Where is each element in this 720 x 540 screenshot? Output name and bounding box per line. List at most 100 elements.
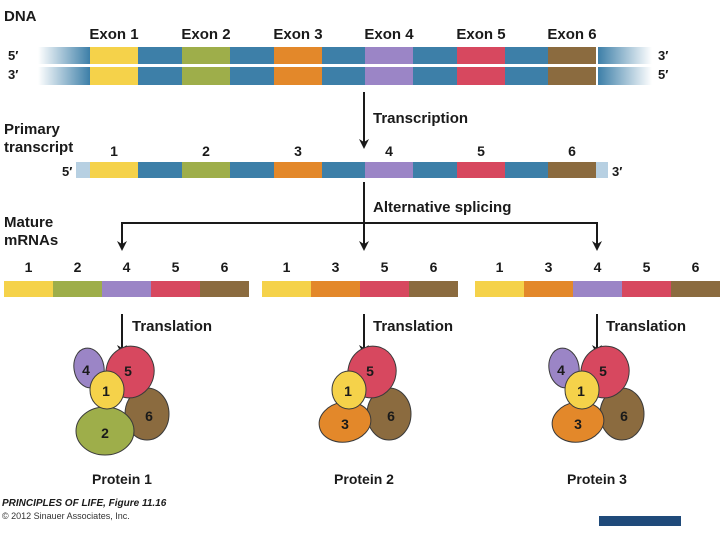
mrna-1-exon-1	[4, 281, 53, 297]
mrna-3-exon-label-1: 1	[496, 259, 504, 275]
dna-exon-label-2: Exon 2	[181, 26, 230, 43]
pt-exon-label-6: 6	[568, 143, 576, 159]
alternative-splicing-label: Alternative splicing	[373, 199, 511, 216]
mrna-1-exon-4	[102, 281, 151, 297]
protein-2-domain-label-6: 6	[387, 408, 395, 424]
dna-exon-label-1: Exon 1	[89, 26, 138, 43]
dna-top-3prime-label: 3′	[658, 48, 668, 63]
pt-exon-label-5: 5	[477, 143, 485, 159]
protein-1-domain-label-4: 4	[82, 362, 90, 378]
translation-label-2: Translation	[373, 318, 453, 335]
mrna-3-exon-5	[622, 281, 671, 297]
dna-strand-gap	[38, 64, 652, 67]
translation-label-1: Translation	[132, 318, 212, 335]
mrna-1-exon-6	[200, 281, 249, 297]
mature-mrnas-label-2: mRNAs	[4, 232, 58, 249]
pt-exon-label-2: 2	[202, 143, 210, 159]
figure-credit-copyright: © 2012 Sinauer Associates, Inc.	[2, 511, 130, 521]
mrna-1-exon-label-4: 4	[123, 259, 131, 275]
translation-label-3: Translation	[606, 318, 686, 335]
protein-1-domain-1	[89, 370, 125, 410]
protein-3-domain-1	[564, 370, 600, 410]
pt-intron-3	[322, 162, 366, 178]
protein-3-domain-label-5: 5	[599, 363, 607, 379]
pt-3prime-label: 3′	[612, 164, 622, 179]
primary-transcript-segments	[76, 162, 608, 178]
mrna-2-exon-label-3: 3	[332, 259, 340, 275]
mrna-3-exon-6	[671, 281, 720, 297]
dna-exon-label-4: Exon 4	[364, 26, 414, 43]
dna-strands: 5′ 3′ 3′ 5′	[8, 47, 668, 85]
publisher-badge	[599, 516, 681, 526]
protein-2-domain-label-1: 1	[344, 383, 352, 399]
mrna-3-exon-label-6: 6	[692, 259, 700, 275]
pt-exon-4	[365, 162, 413, 178]
protein-name-2: Protein 2	[334, 471, 394, 487]
mature-mrnas-label-1: Mature	[4, 214, 53, 231]
mrna-2-exon-label-6: 6	[430, 259, 438, 275]
primary-transcript-label-2: transcript	[4, 139, 73, 156]
protein-name-3: Protein 3	[567, 471, 627, 487]
translation-arrows: Translation Translation Translation	[117, 314, 686, 355]
mrna-1-exon-5	[151, 281, 200, 297]
pt-intron-4	[413, 162, 457, 178]
mrna-3-exon-label-4: 4	[594, 259, 602, 275]
pt-exon-label-4: 4	[385, 143, 393, 159]
protein-1-domain-label-5: 5	[124, 363, 132, 379]
pt-exon-6	[548, 162, 596, 178]
pt-exon-2	[182, 162, 230, 178]
mrna-2-exon-5	[360, 281, 409, 297]
pt-exon-label-1: 1	[110, 143, 118, 159]
mrna-2-exon-label-1: 1	[283, 259, 291, 275]
mrna-3-exon-3	[524, 281, 573, 297]
mrna-1-exon-label-1: 1	[25, 259, 33, 275]
primary-transcript-label-1: Primary	[4, 121, 61, 138]
mrna-3-exon-4	[573, 281, 622, 297]
mrna-1-exon-2	[53, 281, 102, 297]
protein-2-domain-label-5: 5	[366, 363, 374, 379]
mrna-2-exon-label-5: 5	[381, 259, 389, 275]
dna-top-5prime-label: 5′	[8, 48, 18, 63]
protein-1-domain-label-2: 2	[101, 425, 109, 441]
pt-exon-3	[274, 162, 322, 178]
mrna-2-exon-6	[409, 281, 458, 297]
mrna-3-exon-1	[475, 281, 524, 297]
dna-exon-labels: Exon 1 Exon 2 Exon 3 Exon 4 Exon 5 Exon 6	[89, 26, 596, 43]
protein-name-1: Protein 1	[92, 471, 152, 487]
mrna-1-exon-label-5: 5	[172, 259, 180, 275]
protein-3-domain-label-6: 6	[620, 408, 628, 424]
mrna-1-exon-label-2: 2	[74, 259, 82, 275]
pt-5prime-utr	[76, 162, 90, 178]
pt-3prime-utr	[596, 162, 608, 178]
protein-1-domain-label-6: 6	[145, 408, 153, 424]
protein-3-domain-label-4: 4	[557, 362, 565, 378]
figure-credit-title: PRINCIPLES OF LIFE, Figure 11.16	[2, 498, 167, 509]
pt-5prime-label: 5′	[62, 164, 72, 179]
dna-bottom-5prime-label: 5′	[658, 67, 668, 82]
mrna-2-exon-1	[262, 281, 311, 297]
dna-exon-label-5: Exon 5	[456, 26, 505, 43]
dna-exon-label-3: Exon 3	[273, 26, 322, 43]
mrna-3-exon-label-3: 3	[545, 259, 553, 275]
mrna-1: 1 2 4 5 6	[4, 259, 249, 297]
dna-exon-label-6: Exon 6	[547, 26, 596, 43]
dna-label: DNA	[4, 8, 37, 25]
protein-3-domain-label-1: 1	[577, 383, 585, 399]
pt-exon-5	[457, 162, 505, 178]
primary-transcript-exon-labels: 1 2 3 4 5 6	[110, 143, 576, 159]
protein-2-domain-1	[331, 370, 367, 410]
transcription-label: Transcription	[373, 110, 468, 127]
mrna-1-exon-label-6: 6	[221, 259, 229, 275]
pt-intron-5	[505, 162, 549, 178]
pt-exon-label-3: 3	[294, 143, 302, 159]
protein-2-domain-label-3: 3	[341, 416, 349, 432]
protein-1-domain-label-1: 1	[102, 383, 110, 399]
pt-intron-2	[230, 162, 274, 178]
